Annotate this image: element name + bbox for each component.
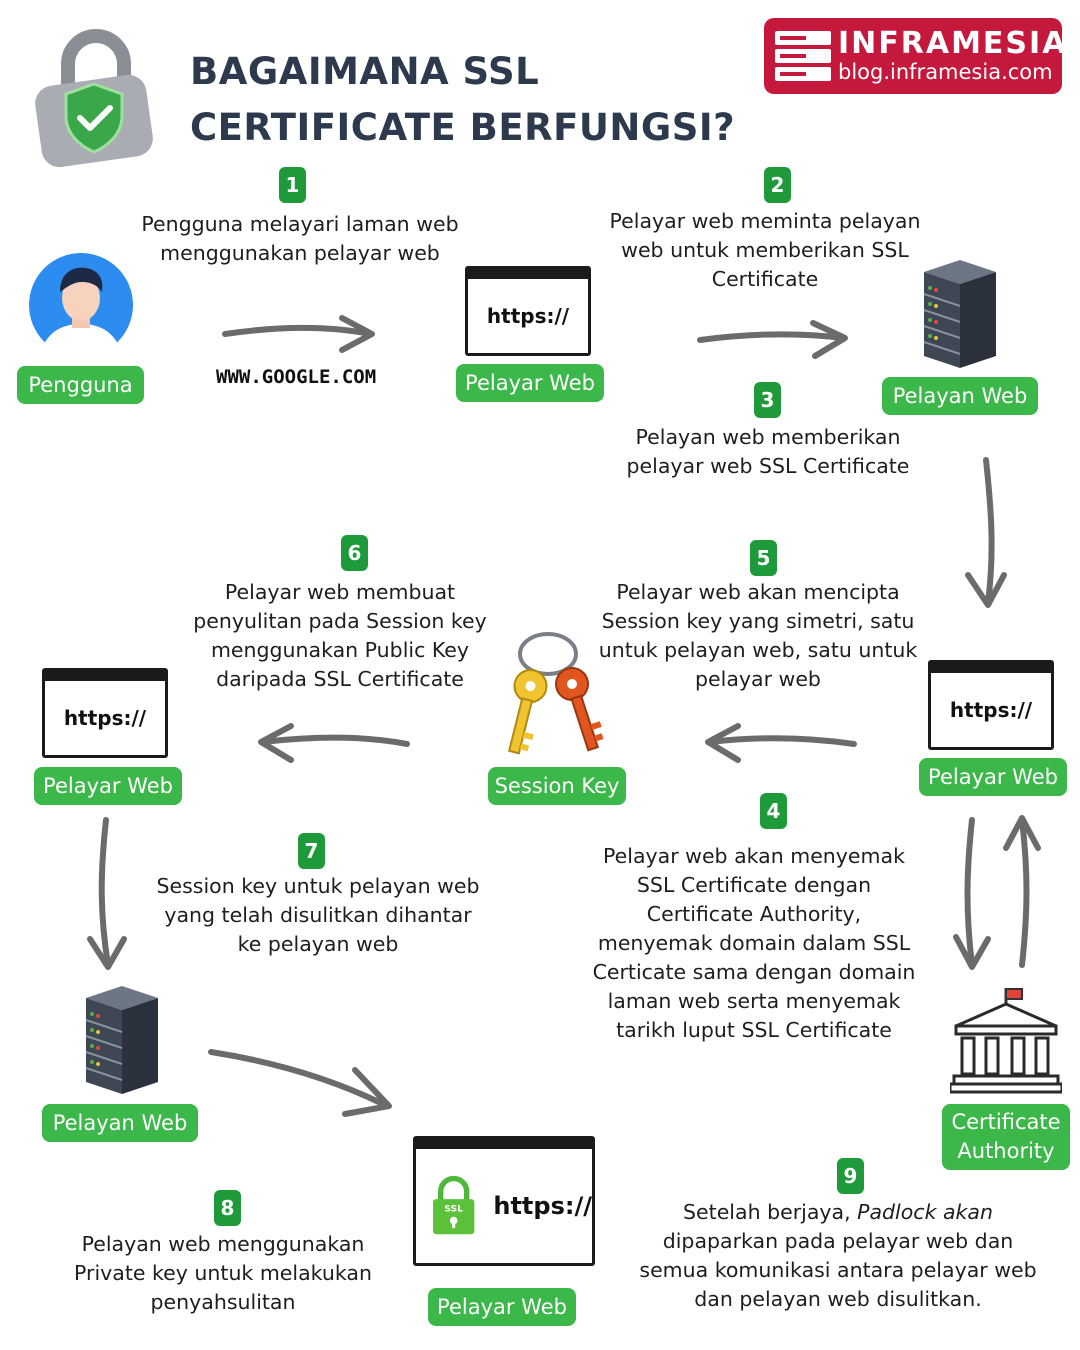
brand-name: INFRAMESIA <box>838 26 1068 61</box>
session-key-icon <box>507 632 604 755</box>
arrow-8 <box>208 1049 392 1117</box>
brand-logo: INFRAMESIA blog.inframesia.com <box>764 18 1065 94</box>
arrow-4-down <box>953 817 991 970</box>
label-pengguna: Pengguna <box>17 366 144 404</box>
step-3-badge: 3 <box>754 382 781 418</box>
url-text: WWW.GOOGLE.COM <box>216 366 377 388</box>
arrow-5 <box>705 723 857 763</box>
step-4-badge: 4 <box>760 793 787 829</box>
arrow-4-up <box>1003 815 1041 968</box>
step-1-badge: 1 <box>279 167 306 203</box>
label-pelayan-web-2: Pelayan Web <box>42 1104 198 1142</box>
ssl-padlock-icon: SSL <box>433 1175 475 1235</box>
label-session-key: Session Key <box>488 767 626 805</box>
label-pelayan-web-1: Pelayan Web <box>882 377 1038 415</box>
server-icon-2 <box>85 986 158 1094</box>
server-rack-icon <box>775 31 831 81</box>
user-avatar-icon <box>29 253 133 358</box>
browser-window-3: https:// <box>42 668 168 758</box>
step-5-badge: 5 <box>750 540 777 576</box>
step-2-badge: 2 <box>764 167 791 203</box>
step-9-text: Setelah berjaya, Padlock akan dipaparkan… <box>639 1200 1037 1311</box>
arrow-2 <box>697 320 848 359</box>
step-7-badge: 7 <box>298 833 325 869</box>
browser-window-1: https:// <box>465 266 591 356</box>
label-pelayar-web-1: Pelayar Web <box>456 364 604 402</box>
step-9-badge: 9 <box>837 1158 864 1194</box>
padlock-shield-icon <box>35 29 153 167</box>
https-text: https:// <box>493 1192 592 1220</box>
certificate-authority-icon <box>950 988 1062 1094</box>
arrow-6 <box>258 723 410 763</box>
arrow-7 <box>87 817 127 970</box>
step-8-badge: 8 <box>214 1190 241 1226</box>
step-6-badge: 6 <box>341 535 368 571</box>
server-icon-1 <box>923 260 996 368</box>
arrow-3 <box>965 457 1007 608</box>
brand-url: blog.inframesia.com <box>838 60 1053 84</box>
label-pelayar-web-2: Pelayar Web <box>919 758 1067 796</box>
page-title: BAGAIMANA SSL CERTIFICATE BERFUNGSI? <box>190 50 736 149</box>
label-pelayar-web-4: Pelayar Web <box>428 1288 576 1326</box>
browser-window-ssl: SSL https:// <box>413 1136 595 1266</box>
browser-window-2: https:// <box>928 660 1054 750</box>
ssl-text: SSL <box>444 1203 463 1214</box>
arrow-1 <box>222 315 375 353</box>
label-pelayar-web-3: Pelayar Web <box>34 767 182 805</box>
